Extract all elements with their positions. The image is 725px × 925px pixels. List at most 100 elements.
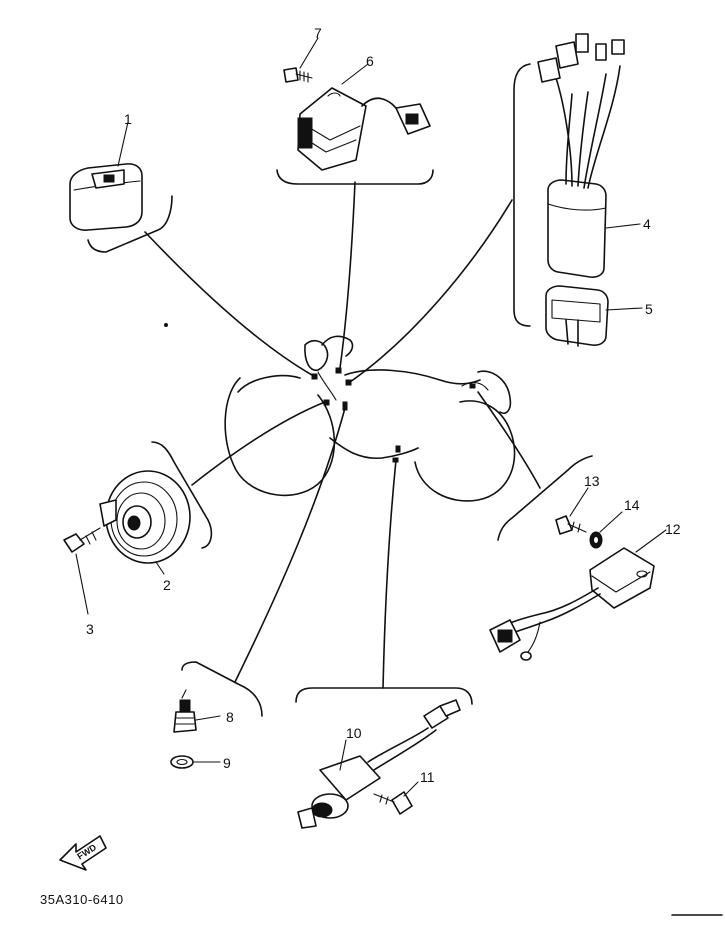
callout-line-5 [605,307,643,311]
callout-6: 6 [366,53,374,69]
callout-line-11 [403,781,419,797]
main-switch-wire-b [373,729,437,771]
part-9-gasket[interactable] [170,755,221,769]
callout-2: 2 [163,577,171,593]
callout-line-7 [299,37,319,69]
leader-part-8 [234,407,346,683]
module-wire-b [503,593,601,637]
front-fender [237,374,301,393]
holder-slot [565,319,579,347]
leader-part-2 [191,401,326,486]
handlebar [321,335,354,357]
screw-thread-11 [373,793,395,805]
part-1-relay[interactable] [69,121,143,231]
callout-line-4 [605,223,641,229]
bracket-part-10 [295,687,473,705]
leader-part-1 [144,231,313,376]
callout-line-10 [339,739,347,771]
rear-fender-detail [461,381,489,391]
cdi-edge [547,203,607,211]
part-7-screw[interactable] [283,37,319,83]
washer-hole [594,537,598,543]
holder-body [545,285,609,346]
callout-7: 7 [314,25,322,41]
mount-point-c [345,379,352,386]
cdi-body [547,179,607,278]
callout-3: 3 [86,621,94,637]
bracket-part-1 [87,195,173,253]
screw-head-11 [391,791,413,815]
headlight [304,339,329,371]
fork [317,371,337,401]
gasket-outer [170,755,194,769]
main-switch-wire-a [367,727,429,763]
callout-4: 4 [643,216,651,232]
callout-line-3 [75,553,89,615]
callout-line-2 [155,561,165,575]
leader-lines [144,181,541,689]
cdi-connector-e [611,39,625,55]
module-ground-terminal [520,651,532,661]
stray-dot [164,323,168,327]
switch-tip [181,689,187,699]
module-hole [636,570,648,578]
module-edge [591,571,651,593]
cdi-wire-b [577,91,589,187]
leader-part-10 [382,459,397,689]
part-5-cdi-holder[interactable] [545,285,643,347]
callout-line-6 [341,63,369,85]
part-2-horn[interactable] [99,470,191,575]
part-12-module[interactable] [489,529,667,661]
callout-5: 5 [645,301,653,317]
part-3-bolt[interactable] [63,527,101,615]
cdi-connector-d [595,43,607,61]
cdi-connector-b [555,41,579,69]
switch-terminal [179,699,191,713]
part-4-cdi-unit[interactable] [537,33,641,278]
rear-wheel [414,400,516,502]
key-slot [311,802,333,818]
rectifier-mount [327,92,341,97]
part-10-main-switch[interactable] [297,699,461,829]
ignition-key [297,807,317,829]
relay-terminal [103,174,115,183]
diagram-code: 35A310-6410 [40,892,124,907]
bolt-thread-3 [79,527,101,545]
callout-9: 9 [223,755,231,771]
horn-ring-2 [116,492,166,550]
screw-head-7 [283,67,299,83]
callout-8: 8 [226,709,234,725]
group-brackets [87,63,593,717]
callout-numbers: 1 2 3 4 5 6 7 8 9 10 11 12 13 14 [86,25,681,785]
gasket-hole [176,758,188,766]
leader-part-12 [477,391,541,489]
callout-line-13 [569,487,589,517]
part-14-washer[interactable] [589,511,623,549]
switch-body [173,711,197,733]
bracket-part-6 [276,169,434,185]
bolt-head-3 [63,533,85,553]
main-switch-body [319,755,381,801]
cdi-wire-d [583,73,607,189]
plug-terminal [405,113,419,125]
switch-thread [175,717,195,725]
callout-14: 14 [624,497,640,513]
module-connector-face [497,629,513,643]
part-6-rectifier[interactable] [297,63,431,171]
forward-arrow: FWD [59,835,107,871]
mount-point-h [469,383,476,389]
rectifier-heatsink [297,117,313,149]
mount-point-f [395,445,401,453]
horn-bracket [99,499,117,527]
leader-part-4-5 [349,199,513,383]
callout-line-12 [635,529,667,553]
screw-thread-7 [295,70,313,83]
part-11-screw[interactable] [373,781,419,815]
module-body [589,547,655,609]
part-13-bolt[interactable] [555,487,589,535]
motorcycle-outline [164,323,516,502]
callout-line-14 [599,511,623,533]
mount-point-b [335,367,342,374]
part-8-neutral-switch[interactable] [173,689,221,733]
